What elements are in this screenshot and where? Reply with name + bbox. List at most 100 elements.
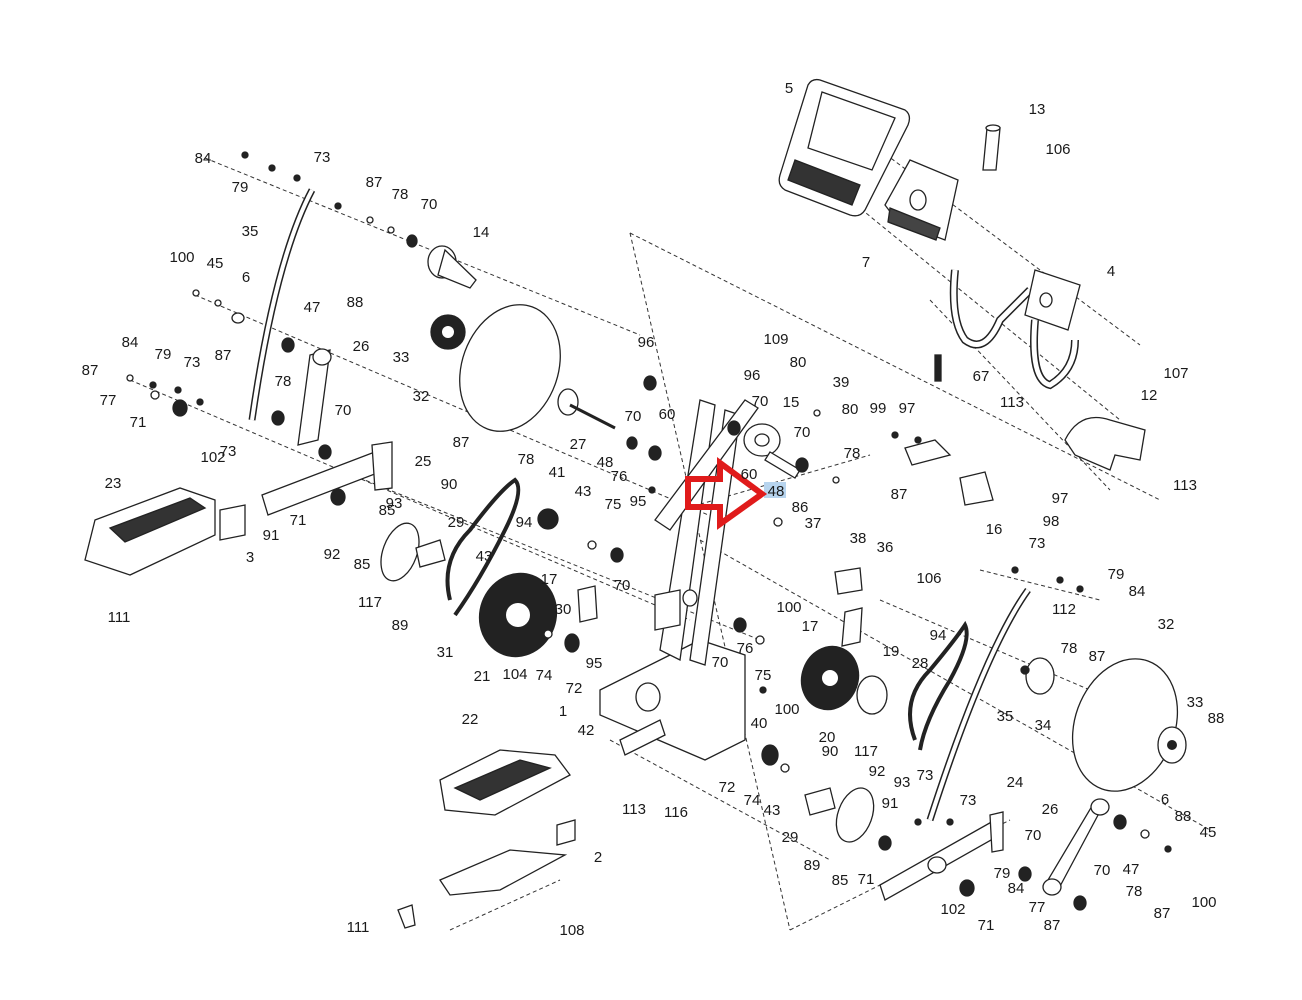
belt-28	[908, 620, 969, 751]
part-label-79: 79	[155, 346, 172, 363]
frame-arm-25	[261, 441, 393, 516]
part-label-72: 72	[719, 779, 736, 796]
part-label-45: 45	[207, 255, 224, 272]
part-label-13: 13	[1029, 101, 1046, 118]
part-label-91: 91	[263, 527, 280, 544]
part-label-1: 1	[559, 703, 567, 720]
cap-111	[397, 904, 416, 929]
console-part-5	[778, 78, 911, 217]
bracket-29-left	[415, 539, 446, 568]
part-label-71: 71	[978, 917, 995, 934]
pulley-20	[800, 645, 860, 711]
part-label-48: 48	[768, 483, 785, 500]
part-label-15: 15	[783, 394, 800, 411]
part-label-78: 78	[1126, 883, 1143, 900]
part-label-20: 20	[819, 729, 836, 746]
part-label-96: 96	[744, 367, 761, 384]
part-label-88: 88	[1175, 808, 1192, 825]
part-label-97: 97	[899, 400, 916, 417]
frame-arm-24	[879, 811, 1004, 901]
axle-27	[557, 388, 616, 430]
part-label-96: 96	[638, 334, 655, 351]
part-label-112: 112	[1052, 601, 1076, 618]
part-label-84: 84	[1008, 880, 1025, 897]
part-label-76: 76	[737, 640, 754, 657]
pedal-base-2	[439, 819, 576, 896]
part-label-70: 70	[1094, 862, 1111, 879]
part-label-79: 79	[232, 179, 249, 196]
part-label-92: 92	[324, 546, 341, 563]
part-label-117: 117	[854, 743, 878, 760]
part-label-40: 40	[751, 715, 768, 732]
part-label-113: 113	[1173, 477, 1197, 494]
pedal-22	[439, 749, 571, 816]
part-label-78: 78	[844, 445, 861, 462]
part-label-26: 26	[1042, 801, 1059, 818]
part-label-78: 78	[275, 373, 292, 390]
part-label-87: 87	[453, 434, 470, 451]
part-label-45: 45	[1200, 824, 1217, 841]
part-label-70: 70	[794, 424, 811, 441]
part-label-85: 85	[379, 502, 396, 519]
part-label-33: 33	[393, 349, 410, 366]
part-label-78: 78	[392, 186, 409, 203]
part-label-23: 23	[105, 475, 122, 492]
part-label-25: 25	[415, 453, 432, 470]
part-label-102: 102	[940, 901, 965, 918]
part-label-39: 39	[833, 374, 850, 391]
part-label-26: 26	[353, 338, 370, 355]
part-label-95: 95	[586, 655, 603, 672]
part-label-16: 16	[986, 521, 1003, 538]
part-label-33: 33	[1187, 694, 1204, 711]
part-label-14: 14	[473, 224, 490, 241]
part-label-22: 22	[462, 711, 479, 728]
part-label-4: 4	[1107, 263, 1115, 280]
pedal-arm-35	[248, 188, 316, 421]
part-label-111: 111	[347, 919, 370, 936]
spring-part-67	[934, 354, 942, 382]
crank-14	[427, 245, 477, 289]
part-label-94: 94	[930, 627, 947, 644]
part-label-47: 47	[304, 299, 321, 316]
part-label-73: 73	[314, 149, 331, 166]
part-label-37: 37	[805, 515, 822, 532]
part-label-77: 77	[100, 392, 117, 409]
part-label-29: 29	[782, 829, 799, 846]
part-label-6: 6	[242, 269, 250, 286]
part-label-71: 71	[130, 414, 147, 431]
part-label-85: 85	[832, 872, 849, 889]
part-label-70: 70	[752, 393, 769, 410]
grip-part-13	[982, 124, 1001, 171]
part-label-89: 89	[392, 617, 409, 634]
part-label-87: 87	[215, 347, 232, 364]
part-label-84: 84	[195, 150, 212, 167]
link-arm-26-right	[1042, 798, 1110, 896]
part-label-24: 24	[1007, 774, 1024, 791]
handlebar-part-4	[949, 269, 1081, 390]
highlight-48	[764, 482, 786, 498]
part-label-113: 113	[1000, 394, 1024, 411]
hub-19	[856, 675, 888, 715]
part-label-90: 90	[441, 476, 458, 493]
part-label-78: 78	[1061, 640, 1078, 657]
part-label-87: 87	[366, 174, 383, 191]
part-label-17: 17	[802, 618, 819, 635]
part-label-91: 91	[882, 795, 899, 812]
part-label-48: 48	[597, 454, 614, 471]
bracket-17	[577, 585, 863, 647]
part-label-32: 32	[413, 388, 430, 405]
part-label-111: 111	[108, 609, 131, 626]
part-label-67: 67	[973, 368, 990, 385]
pedal-23	[84, 487, 246, 576]
part-label-28: 28	[912, 655, 929, 672]
part-label-43: 43	[575, 483, 592, 500]
idler-15	[743, 423, 801, 479]
part-label-36: 36	[877, 539, 894, 556]
part-label-38: 38	[850, 530, 867, 547]
disc-32-right	[1071, 658, 1179, 792]
part-label-75: 75	[755, 667, 772, 684]
pedal-arm-35-right	[926, 587, 1031, 822]
part-label-116: 116	[664, 804, 688, 821]
part-label-92: 92	[869, 763, 886, 780]
